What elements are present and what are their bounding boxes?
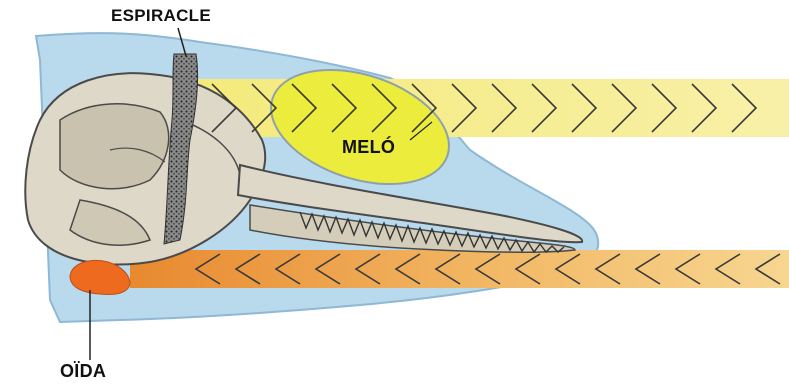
- oida-label: OÏDA: [60, 361, 106, 382]
- espiracle-label: ESPIRACLE: [111, 6, 211, 26]
- received-sound-beam: [130, 250, 789, 288]
- melo-label: MELÓ: [342, 137, 395, 158]
